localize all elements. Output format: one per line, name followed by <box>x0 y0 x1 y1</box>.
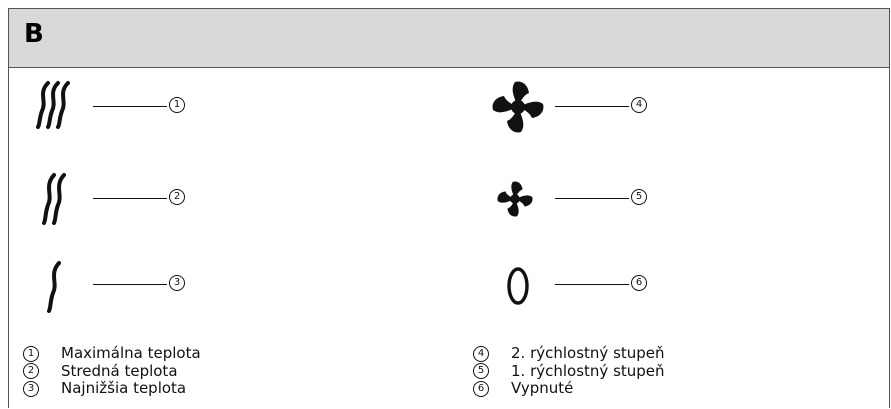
legend-number: 2 <box>23 363 39 380</box>
legend-number: 1 <box>23 345 39 362</box>
legend-item: 1 Maximálna teplota <box>23 345 201 363</box>
figure-letter: B <box>24 19 44 49</box>
power-off-icon <box>507 267 529 305</box>
legend-label: 1. rýchlostný stupeň <box>511 361 665 380</box>
legend-right: 4 2. rýchlostný stupeň 5 1. rýchlostný s… <box>473 345 665 398</box>
callout-line-5 <box>555 198 629 199</box>
figure-panel: B <box>8 8 890 408</box>
callout-number-6: 6 <box>631 275 647 291</box>
callout-number-1: 1 <box>169 97 185 113</box>
callout-line-3 <box>93 284 167 285</box>
legend-number: 3 <box>23 380 39 397</box>
legend-left: 1 Maximálna teplota 2 Stredná teplota 3 … <box>23 345 201 398</box>
callout-number-5: 5 <box>631 189 647 205</box>
callout-number-4: 4 <box>631 97 647 113</box>
fan-small-icon <box>497 181 533 217</box>
legend-number: 6 <box>473 380 489 397</box>
legend-number: 5 <box>473 363 489 380</box>
callout-number-3: 3 <box>169 275 185 291</box>
legend-number: 4 <box>473 345 489 362</box>
callout-number-2: 2 <box>169 189 185 205</box>
fan-large-icon <box>492 81 544 133</box>
callout-line-2 <box>93 198 167 199</box>
callout-line-6 <box>555 284 629 285</box>
legend-item: 5 1. rýchlostný stupeň <box>473 361 665 381</box>
figure-header: B <box>9 9 889 68</box>
heat-medium-icon <box>42 173 66 225</box>
legend-item: 2 Stredná teplota <box>23 361 201 381</box>
legend-label: Stredná teplota <box>61 361 178 380</box>
callout-line-1 <box>93 106 167 107</box>
legend-item: 6 Vypnuté <box>473 380 665 398</box>
legend-label: Maximálna teplota <box>61 344 201 363</box>
legend-label: 2. rýchlostný stupeň <box>511 344 665 363</box>
legend-label: Vypnuté <box>511 379 574 398</box>
callout-line-4 <box>555 106 629 107</box>
heat-low-icon <box>47 261 61 313</box>
legend-item: 4 2. rýchlostný stupeň <box>473 345 665 363</box>
legend-label: Najnižšia teplota <box>61 379 187 398</box>
heat-high-icon <box>36 81 70 129</box>
legend-item: 3 Najnižšia teplota <box>23 380 201 398</box>
